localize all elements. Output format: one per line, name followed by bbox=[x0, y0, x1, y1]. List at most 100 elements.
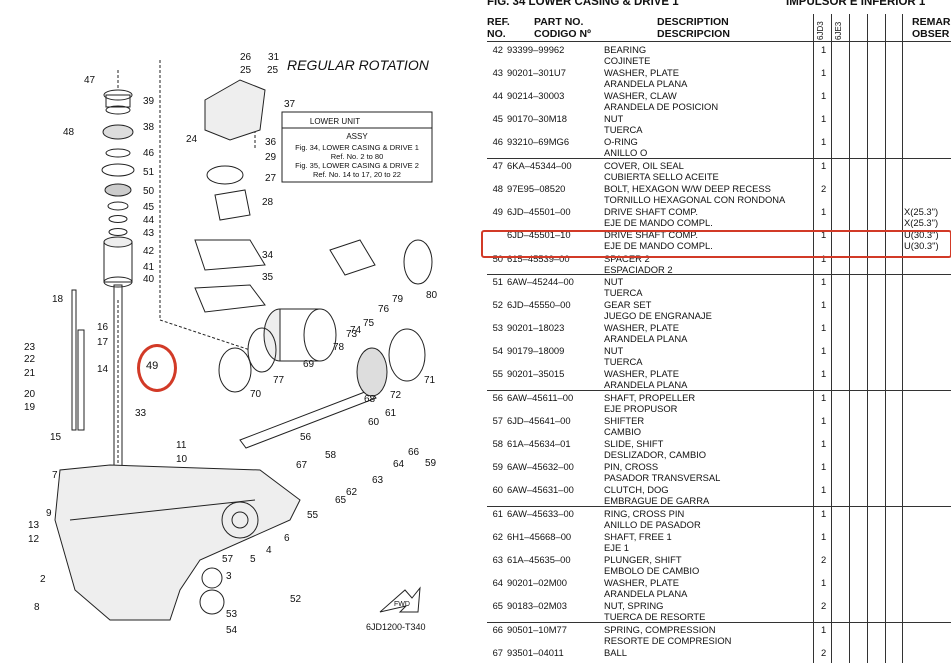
note-line: Ref. No. 14 to 17, 20 to 22 bbox=[313, 170, 401, 179]
ref-cell: 60 bbox=[492, 484, 503, 495]
remark-cell-2: U(30.3") bbox=[904, 240, 939, 251]
header-observ: OBSER bbox=[912, 28, 950, 40]
description-spanish-cell: ANILLO O bbox=[604, 147, 648, 158]
callout: 47 bbox=[84, 75, 96, 86]
description-cell: GEAR SET bbox=[604, 299, 652, 310]
column-divider bbox=[885, 14, 886, 663]
regular-rotation-label: REGULAR ROTATION bbox=[287, 57, 430, 73]
callout: 7 bbox=[52, 470, 58, 481]
description-spanish-cell: EJE PROPUSOR bbox=[604, 403, 678, 414]
quantity-cell: 1 bbox=[821, 484, 827, 495]
description-spanish-cell: ARANDELA DE POSICION bbox=[604, 101, 719, 112]
note-line: Fig. 34, LOWER CASING & DRIVE 1 bbox=[295, 143, 419, 152]
callout: 69 bbox=[303, 359, 315, 370]
callout: 68 bbox=[364, 394, 376, 405]
description-spanish-cell: COJINETE bbox=[604, 55, 651, 66]
note-line: Ref. No. 2 to 80 bbox=[331, 152, 384, 161]
description-spanish-cell: TUERCA bbox=[604, 287, 643, 298]
group-divider bbox=[487, 158, 951, 159]
ref-cell: 66 bbox=[492, 624, 503, 635]
ref-cell: 63 bbox=[492, 554, 503, 565]
part-number-cell: 615–45539–00 bbox=[507, 253, 570, 264]
exploded-parts-diagram: REGULAR ROTATION LOWER UNIT ASSY Fig. 34… bbox=[24, 52, 438, 636]
part-number-cell: 6H1–45668–00 bbox=[507, 531, 572, 542]
callout: 34 bbox=[262, 250, 274, 261]
description-cell: NUT bbox=[604, 345, 624, 356]
callout: 62 bbox=[346, 487, 358, 498]
column-divider bbox=[867, 14, 868, 663]
description-spanish-cell: TUERCA DE RESORTE bbox=[604, 611, 706, 622]
callout-49-highlight-circle bbox=[137, 344, 177, 392]
callout: 23 bbox=[24, 342, 36, 353]
callout: 56 bbox=[300, 432, 312, 443]
description-cell: NUT, SPRING bbox=[604, 600, 664, 611]
description-cell: WASHER, PLATE bbox=[604, 322, 680, 333]
ref-cell: 65 bbox=[492, 600, 503, 611]
quantity-cell: 1 bbox=[821, 322, 827, 333]
callout: 33 bbox=[135, 408, 147, 419]
header-description: DESCRIPTION bbox=[657, 16, 729, 28]
description-spanish-cell: EJE DE MANDO COMPL. bbox=[604, 240, 713, 251]
callout: 26 bbox=[240, 52, 252, 63]
callout: 16 bbox=[97, 322, 109, 333]
callout: 63 bbox=[372, 475, 384, 486]
callout: 5 bbox=[250, 554, 256, 565]
callout: 20 bbox=[24, 389, 36, 400]
callout: 44 bbox=[143, 215, 155, 226]
column-divider bbox=[813, 14, 814, 663]
figure-title: FIG. 34 LOWER CASING & DRIVE 1 bbox=[487, 0, 679, 8]
ref-cell: 54 bbox=[492, 345, 503, 356]
quantity-cell: 1 bbox=[821, 276, 827, 287]
callout: 60 bbox=[368, 417, 380, 428]
part-number-cell: 90170–30M18 bbox=[507, 113, 567, 124]
description-spanish-cell: ARANDELA PLANA bbox=[604, 333, 688, 344]
quantity-cell: 1 bbox=[821, 461, 827, 472]
fwd-label: FWD bbox=[394, 601, 410, 608]
note-line: ASSY bbox=[346, 132, 368, 141]
remark-cell-2: X(25.3") bbox=[904, 217, 939, 228]
quantity-cell: 2 bbox=[821, 554, 827, 565]
ref-cell: 47 bbox=[492, 160, 503, 171]
group-divider bbox=[487, 622, 951, 623]
callout: 3 bbox=[226, 571, 232, 582]
ref-cell: 56 bbox=[492, 392, 503, 403]
callout: 31 bbox=[268, 52, 280, 63]
callout: 54 bbox=[226, 625, 238, 636]
header-remarks: REMAR bbox=[912, 16, 951, 28]
callout: 72 bbox=[390, 390, 402, 401]
callout: 8 bbox=[34, 602, 40, 613]
callout: 57 bbox=[222, 554, 234, 565]
description-cell: NUT bbox=[604, 276, 624, 287]
group-divider bbox=[487, 506, 951, 507]
header-no: NO. bbox=[487, 28, 506, 40]
callout: 46 bbox=[143, 148, 155, 159]
quantity-cell: 1 bbox=[821, 253, 827, 264]
quantity-cell: 2 bbox=[821, 600, 827, 611]
callout: 2 bbox=[40, 574, 46, 585]
description-spanish-cell: TUERCA bbox=[604, 124, 643, 135]
description-spanish-cell: DESLIZADOR, CAMBIO bbox=[604, 449, 707, 460]
callout: 65 bbox=[335, 495, 347, 506]
callout: 10 bbox=[176, 454, 188, 465]
quantity-cell: 2 bbox=[821, 647, 827, 658]
part-number-cell: 93399–99962 bbox=[507, 44, 565, 55]
description-spanish-cell: TUERCA bbox=[604, 356, 643, 367]
description-spanish-cell: TORNILLO HEXAGONAL CON RONDONA bbox=[604, 194, 786, 205]
callout: 66 bbox=[408, 447, 420, 458]
quantity-cell: 1 bbox=[821, 508, 827, 519]
ref-cell: 48 bbox=[492, 183, 503, 194]
callout: 41 bbox=[143, 262, 155, 273]
callout: 45 bbox=[143, 202, 155, 213]
column-divider bbox=[902, 14, 903, 663]
quantity-cell: 1 bbox=[821, 415, 827, 426]
callout: 67 bbox=[296, 460, 308, 471]
description-cell: CLUTCH, DOG bbox=[604, 484, 669, 495]
description-spanish-cell: ANILLO DE PASADOR bbox=[604, 519, 701, 530]
note-line: Fig. 35, LOWER CASING & DRIVE 2 bbox=[295, 161, 419, 170]
description-cell: SHAFT, FREE 1 bbox=[604, 531, 672, 542]
diagram-code: 6JD1200-T340 bbox=[366, 622, 426, 632]
header-part-no: PART NO. bbox=[534, 16, 584, 28]
ref-cell: 58 bbox=[492, 438, 503, 449]
callout: 64 bbox=[393, 459, 405, 470]
callout: 76 bbox=[378, 304, 390, 315]
